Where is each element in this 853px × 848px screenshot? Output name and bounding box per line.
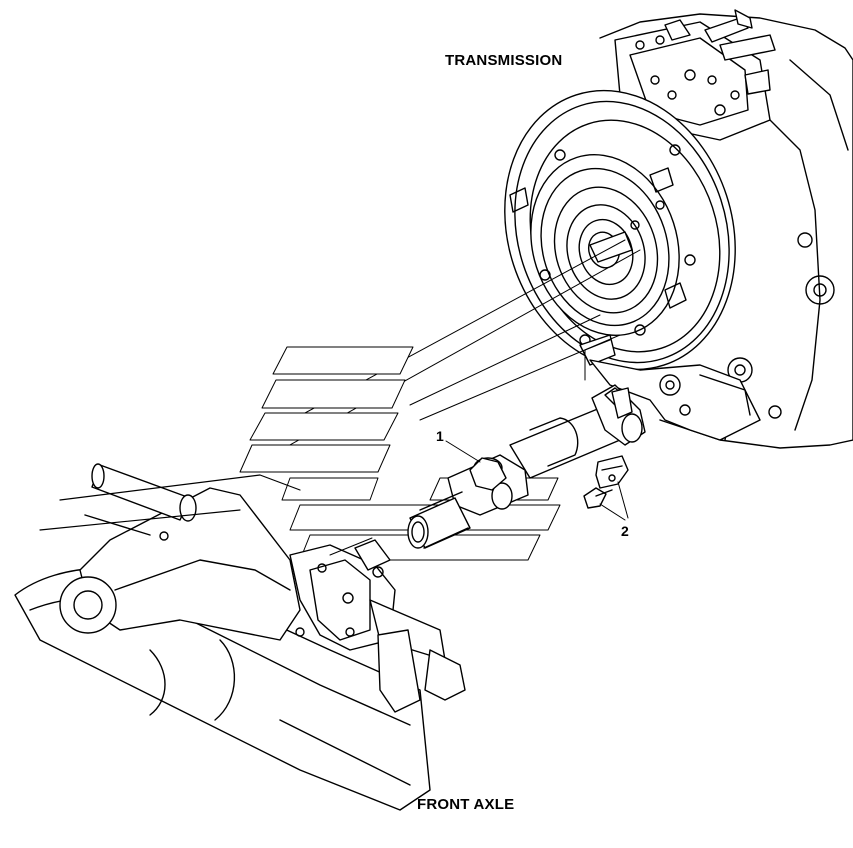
transmission-label: TRANSMISSION xyxy=(445,52,563,69)
front-axle-icon xyxy=(15,464,465,810)
callout-2: 2 xyxy=(621,523,629,539)
front-axle-label: FRONT AXLE xyxy=(417,796,515,813)
callout-1: 1 xyxy=(436,428,444,444)
transmission-icon xyxy=(470,10,853,448)
guide-plates xyxy=(240,347,560,560)
drive-shaft-icon xyxy=(408,385,645,548)
bolt-bracket-icon xyxy=(584,456,628,520)
